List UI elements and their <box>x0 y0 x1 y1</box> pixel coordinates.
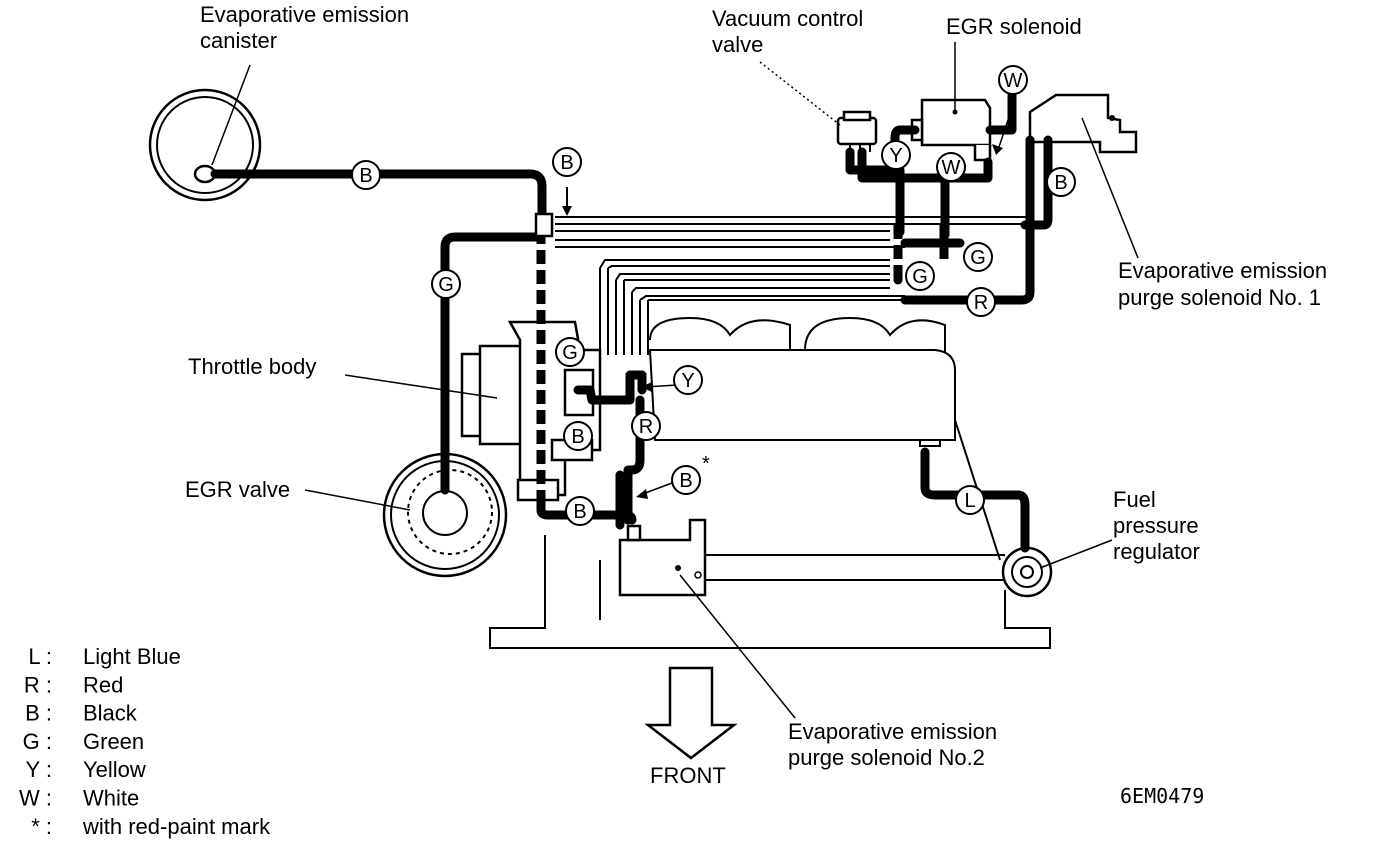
color-tag-letter: L <box>964 490 975 512</box>
egr-solenoid <box>910 98 992 162</box>
legend-value: Light Blue <box>83 644 181 669</box>
legend-key: * : <box>31 814 52 839</box>
color-tag-letter: B <box>679 470 692 492</box>
canister-label-2: canister <box>200 28 277 53</box>
color-tag-b: B <box>563 421 593 451</box>
purge2-label-2: purge solenoid No.2 <box>788 745 985 770</box>
color-tag-g: G <box>963 242 993 272</box>
color-tag-l: L <box>955 485 985 515</box>
color-tag-letter: G <box>970 247 986 269</box>
color-tag-w: W <box>998 65 1028 95</box>
color-tag-r: R <box>966 287 996 317</box>
legend-value: Black <box>83 701 138 726</box>
color-tag-g: G <box>431 269 461 299</box>
front-arrow <box>644 666 738 760</box>
legend-key: Y : <box>25 757 52 782</box>
color-tag-letter: B <box>571 426 584 448</box>
figure-code: 6EM0479 <box>1120 784 1204 808</box>
egr-valve <box>382 452 508 578</box>
legend: L : Light Blue R : Red B : Black G : Green Y : Ye… <box>19 644 271 839</box>
component-labels: Evaporative emission canister Vacuum con… <box>185 2 1327 808</box>
egr-valve-label: EGR valve <box>185 477 290 502</box>
color-tag-b: B <box>1046 167 1076 197</box>
color-tag-letter: Y <box>889 145 902 167</box>
color-tag-b: B <box>351 160 381 190</box>
fuel-reg-label-1: Fuel <box>1113 487 1156 512</box>
purge-solenoid-2 <box>618 518 707 597</box>
color-tag-y: Y <box>673 365 703 395</box>
color-tag-letter: G <box>438 274 454 296</box>
egr-solenoid-label: EGR solenoid <box>946 14 1082 39</box>
legend-key: W : <box>19 786 52 811</box>
color-tag-letter: B <box>1054 172 1067 194</box>
color-tag-letter: B <box>560 152 573 174</box>
color-tag-letter: Y <box>681 370 694 392</box>
color-tag-letter: R <box>974 292 988 314</box>
fuel-reg-label-3: regulator <box>1113 539 1200 564</box>
color-tag-y: Y <box>881 140 911 170</box>
color-tag-w: W <box>936 152 966 182</box>
purge-solenoid-1 <box>1028 93 1138 154</box>
legend-key: B : <box>25 701 52 726</box>
color-tag-letter: R <box>639 416 653 438</box>
color-tag-r: R <box>631 411 661 441</box>
legend-value: Red <box>83 672 123 697</box>
fuel-pressure-regulator <box>1001 546 1053 598</box>
color-tags: B B G Y W W B G G R G Y R B B B L * <box>351 65 1076 526</box>
color-tag-g: G <box>905 261 935 291</box>
purge2-label-1: Evaporative emission <box>788 719 997 744</box>
color-tag-letter: G <box>912 266 928 288</box>
evap-canister <box>148 88 262 202</box>
color-tag-letter: W <box>1004 70 1023 92</box>
color-tag-letter: B <box>573 501 586 523</box>
color-tag-letter: G <box>562 342 578 364</box>
color-tag-letter: B <box>359 165 372 187</box>
front-label: FRONT <box>650 763 726 788</box>
purge1-label-2: purge solenoid No. 1 <box>1118 285 1321 310</box>
legend-value: Green <box>83 729 144 754</box>
fuel-reg-label-2: pressure <box>1113 513 1199 538</box>
red-paint-mark: * <box>702 453 710 475</box>
legend-key: L : <box>28 644 52 669</box>
color-tag-b: B <box>552 147 582 177</box>
canister-label-1: Evaporative emission <box>200 2 409 27</box>
hose-bundle <box>534 187 1030 355</box>
leader-lines <box>211 42 1139 719</box>
color-tag-b: B <box>671 465 701 495</box>
legend-value: White <box>83 786 139 811</box>
vacuum-valve-label-2: valve <box>712 32 763 57</box>
legend-value: with red-paint mark <box>82 814 271 839</box>
vacuum-control-valve <box>836 110 878 152</box>
vacuum-valve-label-1: Vacuum control <box>712 6 863 31</box>
color-tag-b: B <box>565 496 595 526</box>
legend-key: G : <box>23 729 52 754</box>
purge1-label-1: Evaporative emission <box>1118 258 1327 283</box>
color-tag-g: G <box>555 337 585 367</box>
color-tag-letter: W <box>942 157 961 179</box>
throttle-body-label: Throttle body <box>188 354 316 379</box>
legend-key: R : <box>24 672 52 697</box>
legend-value: Yellow <box>83 757 146 782</box>
